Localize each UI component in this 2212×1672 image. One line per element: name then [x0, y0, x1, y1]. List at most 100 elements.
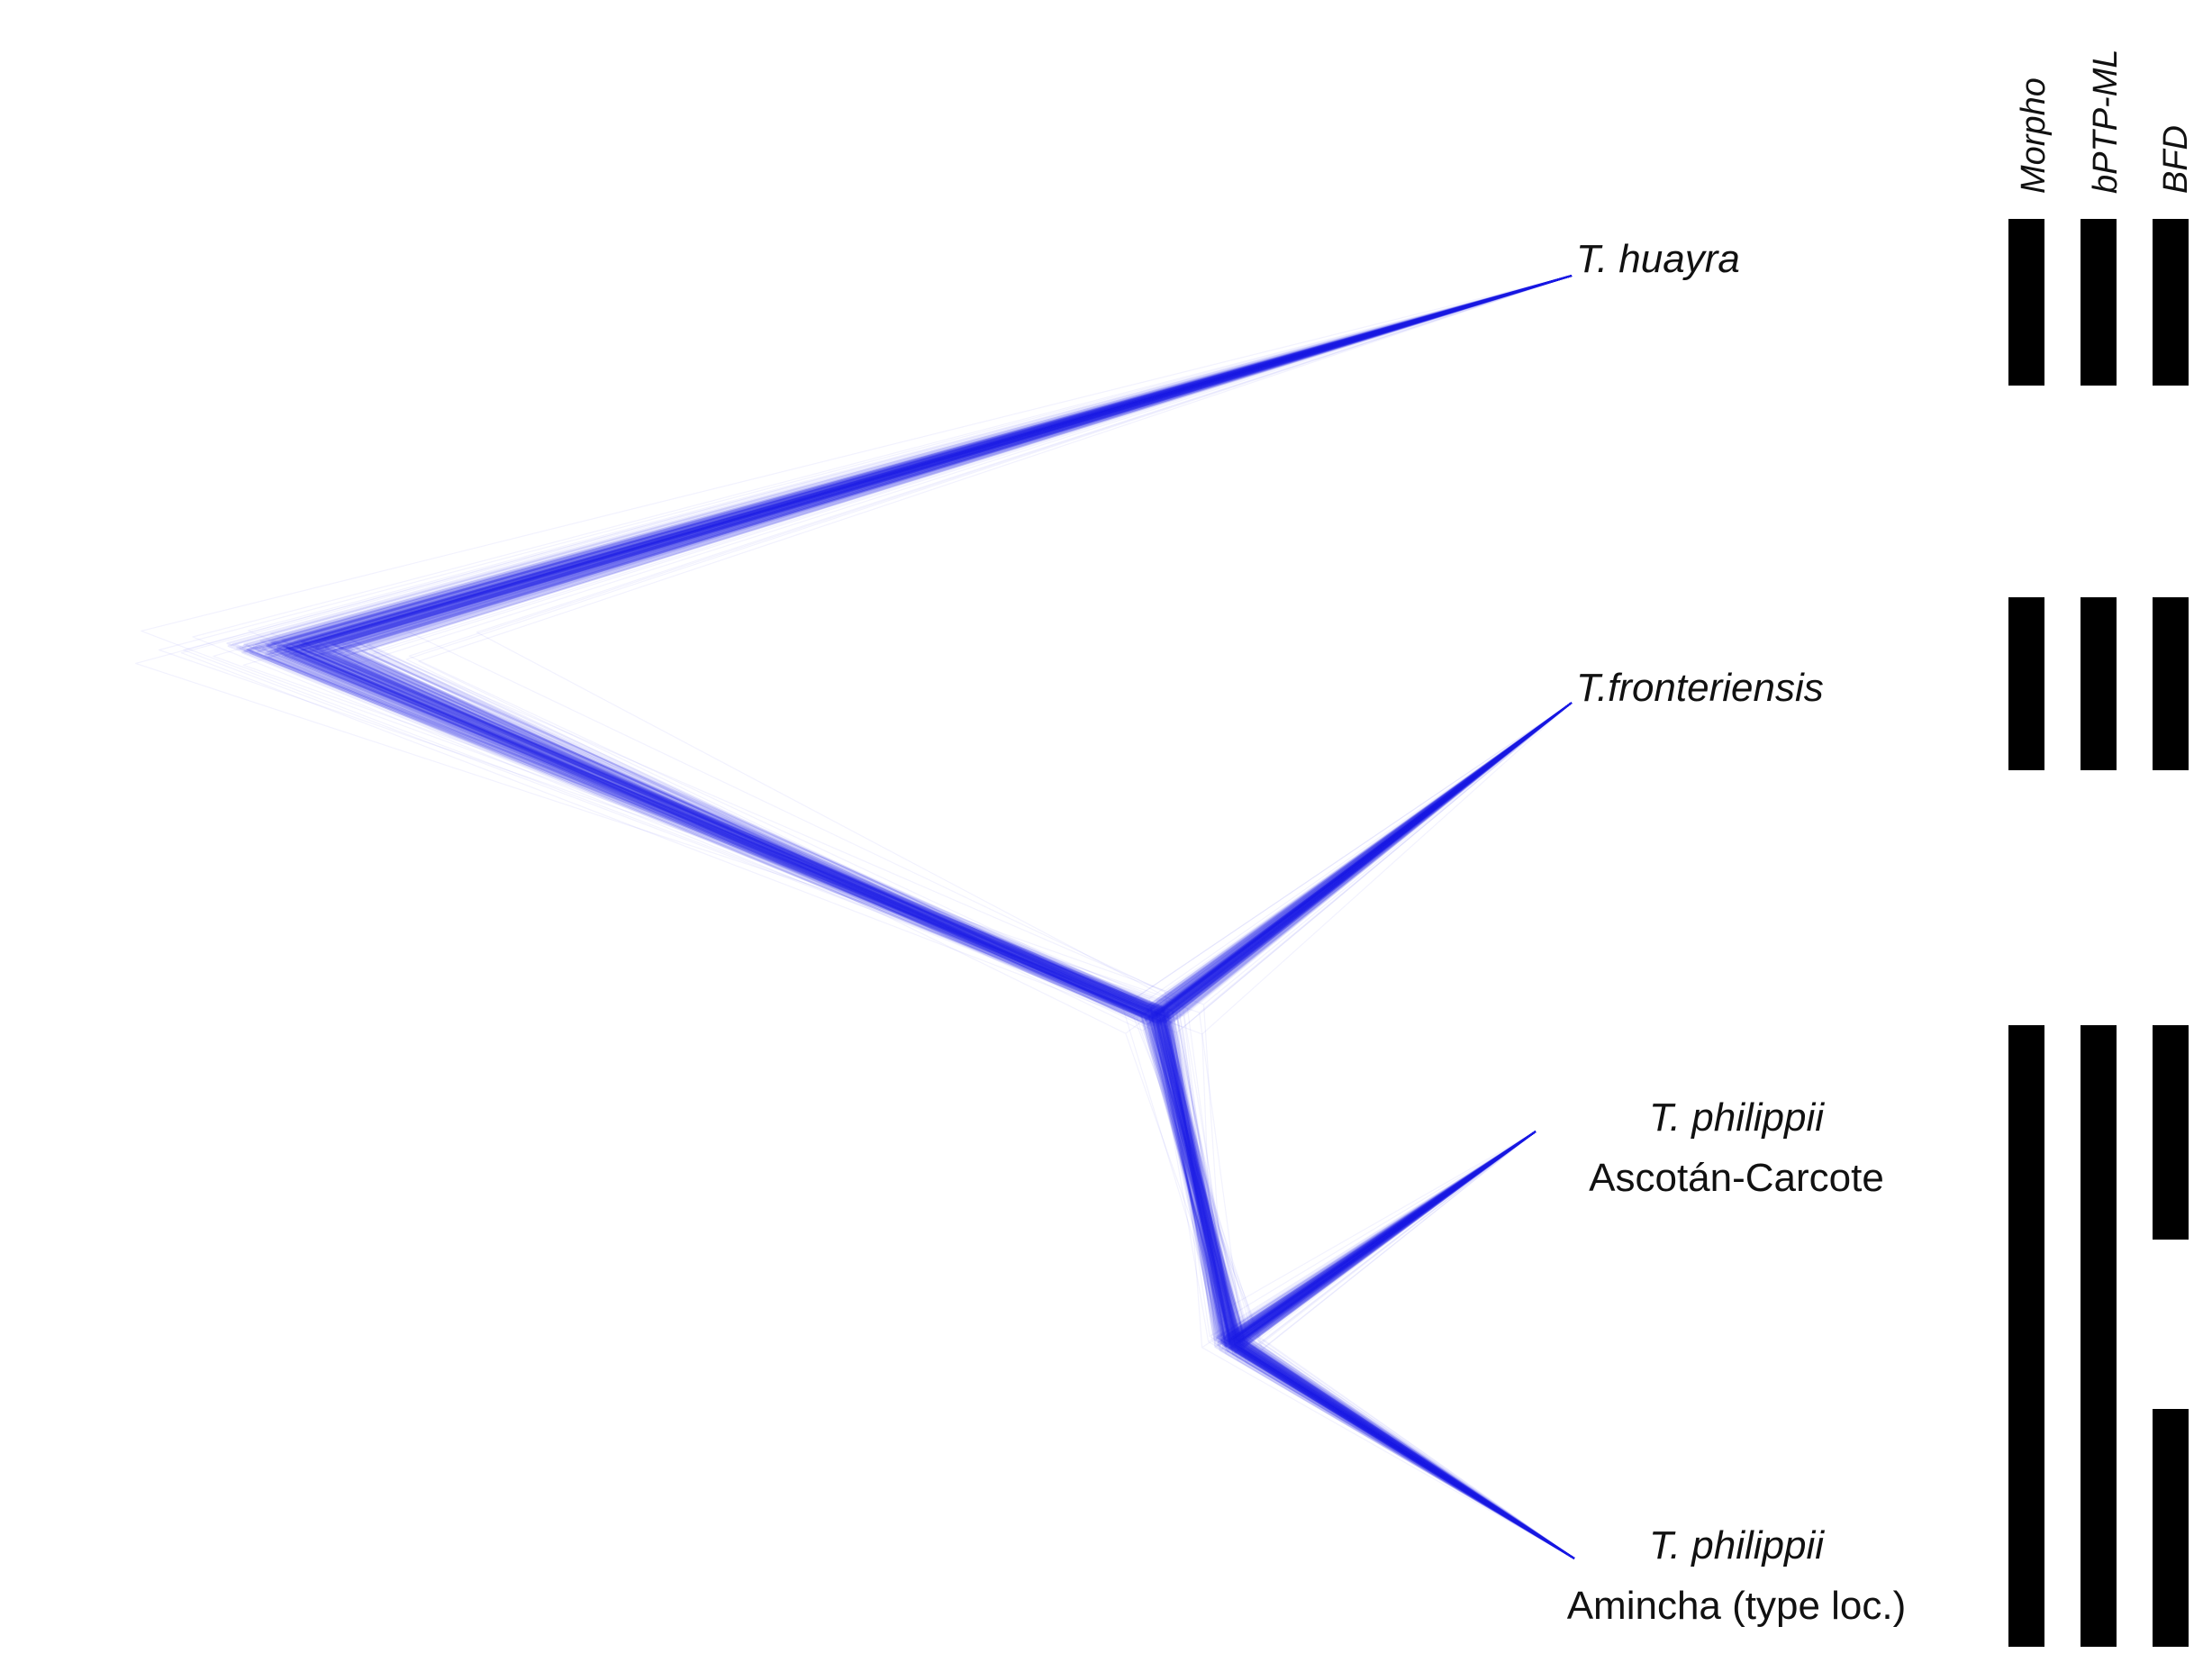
posterior-tree: [313, 275, 1575, 1559]
posterior-tree: [247, 275, 1575, 1559]
posterior-tree: [159, 275, 1575, 1559]
posterior-tree: [286, 275, 1575, 1559]
bar-bfd-huayra: [2153, 219, 2189, 386]
posterior-tree: [267, 275, 1575, 1559]
posterior-tree: [274, 275, 1575, 1559]
taxon-label-philippii-amincha: T. philippii: [1649, 1523, 1825, 1568]
posterior-tree: [320, 275, 1575, 1559]
posterior-tree: [285, 275, 1575, 1559]
posterior-tree: [283, 275, 1575, 1559]
posterior-tree: [328, 275, 1575, 1559]
posterior-tree: [267, 275, 1575, 1559]
posterior-tree: [368, 275, 1575, 1559]
posterior-tree: [227, 275, 1575, 1559]
posterior-tree: [241, 275, 1575, 1559]
posterior-tree: [271, 275, 1575, 1559]
posterior-tree: [282, 275, 1575, 1559]
posterior-tree: [296, 275, 1575, 1559]
posterior-tree: [356, 275, 1575, 1559]
posterior-tree: [283, 275, 1575, 1559]
posterior-tree: [276, 275, 1575, 1559]
posterior-tree: [339, 275, 1575, 1559]
posterior-tree: [183, 275, 1575, 1559]
posterior-tree: [287, 275, 1575, 1559]
posterior-tree: [366, 275, 1575, 1559]
posterior-tree: [368, 275, 1575, 1559]
posterior-tree: [304, 275, 1575, 1559]
posterior-tree: [285, 275, 1575, 1559]
posterior-tree: [274, 275, 1575, 1559]
posterior-tree: [249, 275, 1575, 1559]
posterior-tree: [280, 275, 1575, 1559]
posterior-tree: [304, 275, 1575, 1559]
posterior-tree: [282, 275, 1575, 1559]
posterior-tree: [321, 275, 1575, 1559]
taxon-label-philippii-ascotan: T. philippii: [1649, 1095, 1825, 1140]
posterior-tree: [302, 275, 1575, 1559]
posterior-tree: [286, 275, 1575, 1559]
posterior-tree: [343, 275, 1575, 1559]
posterior-tree: [257, 275, 1575, 1559]
posterior-tree: [340, 275, 1575, 1559]
posterior-tree: [325, 275, 1575, 1559]
taxon-labels: T. huayra T.fronteriensis T. philippii A…: [1567, 237, 1907, 1628]
posterior-tree: [266, 275, 1575, 1559]
posterior-tree: [327, 275, 1575, 1559]
posterior-tree: [276, 275, 1575, 1559]
posterior-tree: [347, 275, 1575, 1559]
posterior-tree: [266, 275, 1575, 1559]
posterior-tree: [322, 275, 1575, 1559]
locality-label-amincha-type-loc: Amincha (type loc.): [1567, 1584, 1907, 1628]
posterior-tree: [308, 275, 1575, 1559]
posterior-tree: [305, 275, 1575, 1559]
posterior-tree: [361, 275, 1575, 1559]
bar-bptp-huayra: [2081, 219, 2117, 386]
posterior-tree: [331, 275, 1575, 1559]
posterior-tree: [315, 275, 1575, 1559]
posterior-tree: [339, 275, 1575, 1559]
posterior-tree: [267, 275, 1575, 1559]
posterior-tree: [293, 275, 1575, 1559]
posterior-tree: [295, 275, 1575, 1559]
posterior-tree: [281, 275, 1575, 1559]
posterior-tree: [282, 275, 1575, 1559]
posterior-tree: [295, 275, 1575, 1559]
posterior-tree: [304, 275, 1575, 1559]
posterior-tree: [302, 275, 1575, 1559]
method-headers: Morpho bPTP-ML BFD: [2015, 50, 2195, 194]
posterior-tree: [300, 275, 1575, 1559]
bar-morpho-philippii: [2008, 1025, 2044, 1647]
posterior-tree: [342, 275, 1575, 1559]
posterior-tree: [242, 275, 1575, 1559]
posterior-tree: [281, 275, 1575, 1559]
method-header-bptp-ml: bPTP-ML: [2087, 50, 2125, 194]
posterior-tree: [192, 275, 1575, 1559]
posterior-tree: [231, 275, 1575, 1559]
posterior-tree: [322, 275, 1575, 1559]
posterior-tree: [284, 275, 1575, 1559]
posterior-tree: [311, 275, 1575, 1559]
posterior-tree: [293, 275, 1575, 1559]
posterior-tree: [300, 275, 1575, 1559]
taxon-label-fronteriensis: T.fronteriensis: [1576, 666, 1824, 710]
posterior-tree: [295, 275, 1575, 1559]
posterior-tree: [276, 275, 1575, 1559]
posterior-tree: [349, 275, 1575, 1559]
posterior-tree: [226, 275, 1575, 1559]
posterior-tree: [235, 275, 1575, 1559]
posterior-tree: [304, 275, 1575, 1559]
posterior-tree: [264, 275, 1575, 1559]
posterior-tree: [246, 275, 1575, 1559]
posterior-tree: [331, 275, 1575, 1559]
posterior-tree: [331, 275, 1575, 1559]
posterior-tree: [312, 275, 1575, 1559]
posterior-tree: [241, 275, 1575, 1559]
posterior-tree: [313, 275, 1575, 1559]
posterior-tree: [286, 275, 1575, 1559]
posterior-tree: [270, 275, 1575, 1559]
posterior-tree: [308, 275, 1575, 1559]
posterior-tree: [276, 275, 1575, 1559]
posterior-tree: [293, 275, 1575, 1559]
posterior-tree: [243, 275, 1575, 1559]
posterior-tree: [287, 275, 1575, 1559]
